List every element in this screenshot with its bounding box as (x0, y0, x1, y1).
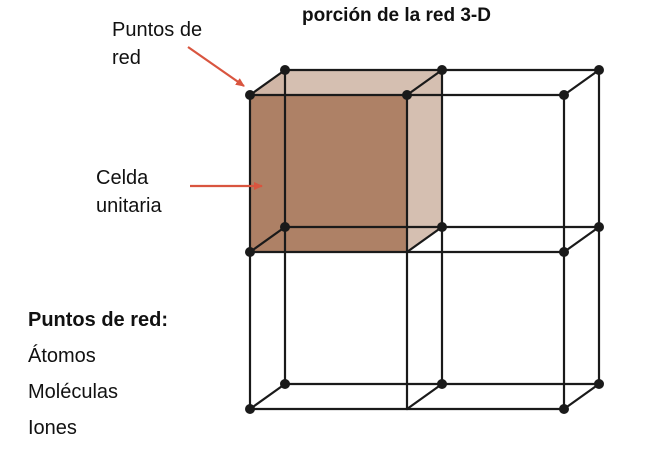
unit-cell-face (250, 70, 442, 95)
lattice-point (280, 379, 290, 389)
lattice-point (280, 222, 290, 232)
diagram-title: porción de la red 3-D (302, 5, 491, 26)
lattice-point (402, 90, 412, 100)
lattice-point (559, 247, 569, 257)
lattice-edge (405, 382, 444, 411)
lattice-points-callout-line-1: Puntos de (112, 19, 203, 41)
lattice-point (245, 404, 255, 414)
unit-cell-callout: Celda unitaria (96, 164, 216, 220)
lattice-point (559, 90, 569, 100)
legend-item-ions: Iones (28, 417, 77, 439)
lattice-point (594, 65, 604, 75)
lattice-points-callout-line-2: red (112, 47, 141, 69)
unit-cell-face (250, 227, 442, 252)
lattice-point (437, 65, 447, 75)
lattice-edge (248, 382, 287, 411)
legend-item-molecules: Moléculas (28, 381, 119, 403)
lattice-edge (405, 68, 444, 97)
lattice-point (437, 222, 447, 232)
lattice-edge (562, 382, 601, 411)
unit-cell-callout-line-2: unitaria (96, 195, 162, 217)
lattice-point (559, 404, 569, 414)
lattice-point (245, 90, 255, 100)
lattice-points (245, 65, 604, 414)
unit-cell-face (407, 70, 442, 252)
unit-cell-callout-line-1: Celda (96, 167, 149, 189)
lattice-points-arrow (187, 46, 245, 87)
lattice-point (245, 247, 255, 257)
lattice-point (437, 379, 447, 389)
unit-cell-face (250, 95, 407, 252)
lattice-point (594, 222, 604, 232)
unit-cell-highlight (250, 70, 442, 252)
unit-cell-face (285, 70, 442, 227)
callout-arrows (187, 46, 263, 190)
lattice-edge (562, 225, 601, 254)
lattice-edge (562, 68, 601, 97)
legend-item-atoms: Átomos (28, 345, 96, 367)
unit-cell-face (250, 70, 285, 252)
legend-heading: Puntos de red: (28, 309, 169, 331)
lattice-points-legend: Puntos de red: Átomos Moléculas Iones (28, 302, 168, 446)
lattice-edges (248, 68, 601, 411)
lattice-point (280, 65, 290, 75)
lattice-edge (405, 225, 444, 254)
lattice-edge (248, 68, 287, 97)
lattice-point (594, 379, 604, 389)
lattice-edge (248, 225, 287, 254)
lattice-points-callout: Puntos de red (112, 16, 242, 72)
